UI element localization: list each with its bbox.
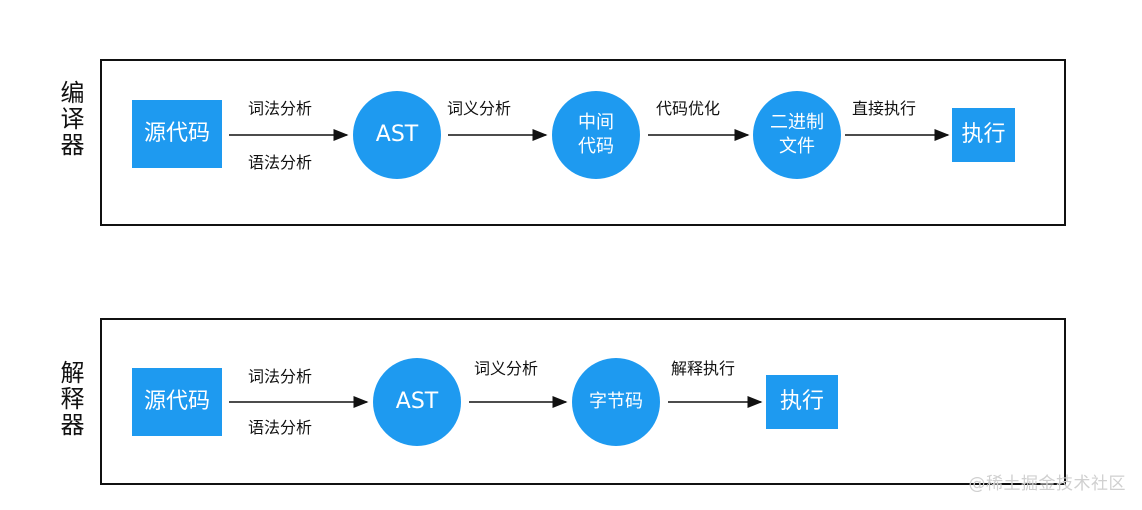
compiler-ast-node: AST bbox=[353, 91, 441, 179]
compiler-edge-optimize: 代码优化 bbox=[656, 99, 721, 118]
interpreter-edge-lex: 词法分析 bbox=[248, 367, 313, 386]
compiler-ir-node: 中间 代码 bbox=[552, 91, 640, 179]
compiler-source-node: 源代码 bbox=[132, 100, 222, 168]
compiler-edge-syntax: 语法分析 bbox=[248, 153, 313, 172]
interpreter-edge-semantic: 词义分析 bbox=[474, 359, 539, 378]
compiler-label: 编译器 bbox=[56, 80, 84, 158]
compiler-exec-node: 执行 bbox=[952, 108, 1015, 162]
watermark-text: @稀土掘金技术社区 bbox=[968, 474, 1126, 494]
interpreter-ast-node: AST bbox=[373, 358, 461, 446]
compiler-binary-node: 二进制 文件 bbox=[753, 91, 841, 179]
interpreter-exec-node: 执行 bbox=[766, 375, 838, 429]
interpreter-bytecode-node: 字节码 bbox=[572, 358, 660, 446]
interpreter-label: 解释器 bbox=[56, 360, 84, 438]
compiler-edge-direct-exec: 直接执行 bbox=[852, 99, 917, 118]
interpreter-edge-interpret-exec: 解释执行 bbox=[671, 359, 736, 378]
compiler-edge-lex: 词法分析 bbox=[248, 99, 313, 118]
compiler-edge-semantic: 词义分析 bbox=[447, 99, 512, 118]
interpreter-source-node: 源代码 bbox=[132, 368, 222, 436]
interpreter-edge-syntax: 语法分析 bbox=[248, 418, 313, 437]
